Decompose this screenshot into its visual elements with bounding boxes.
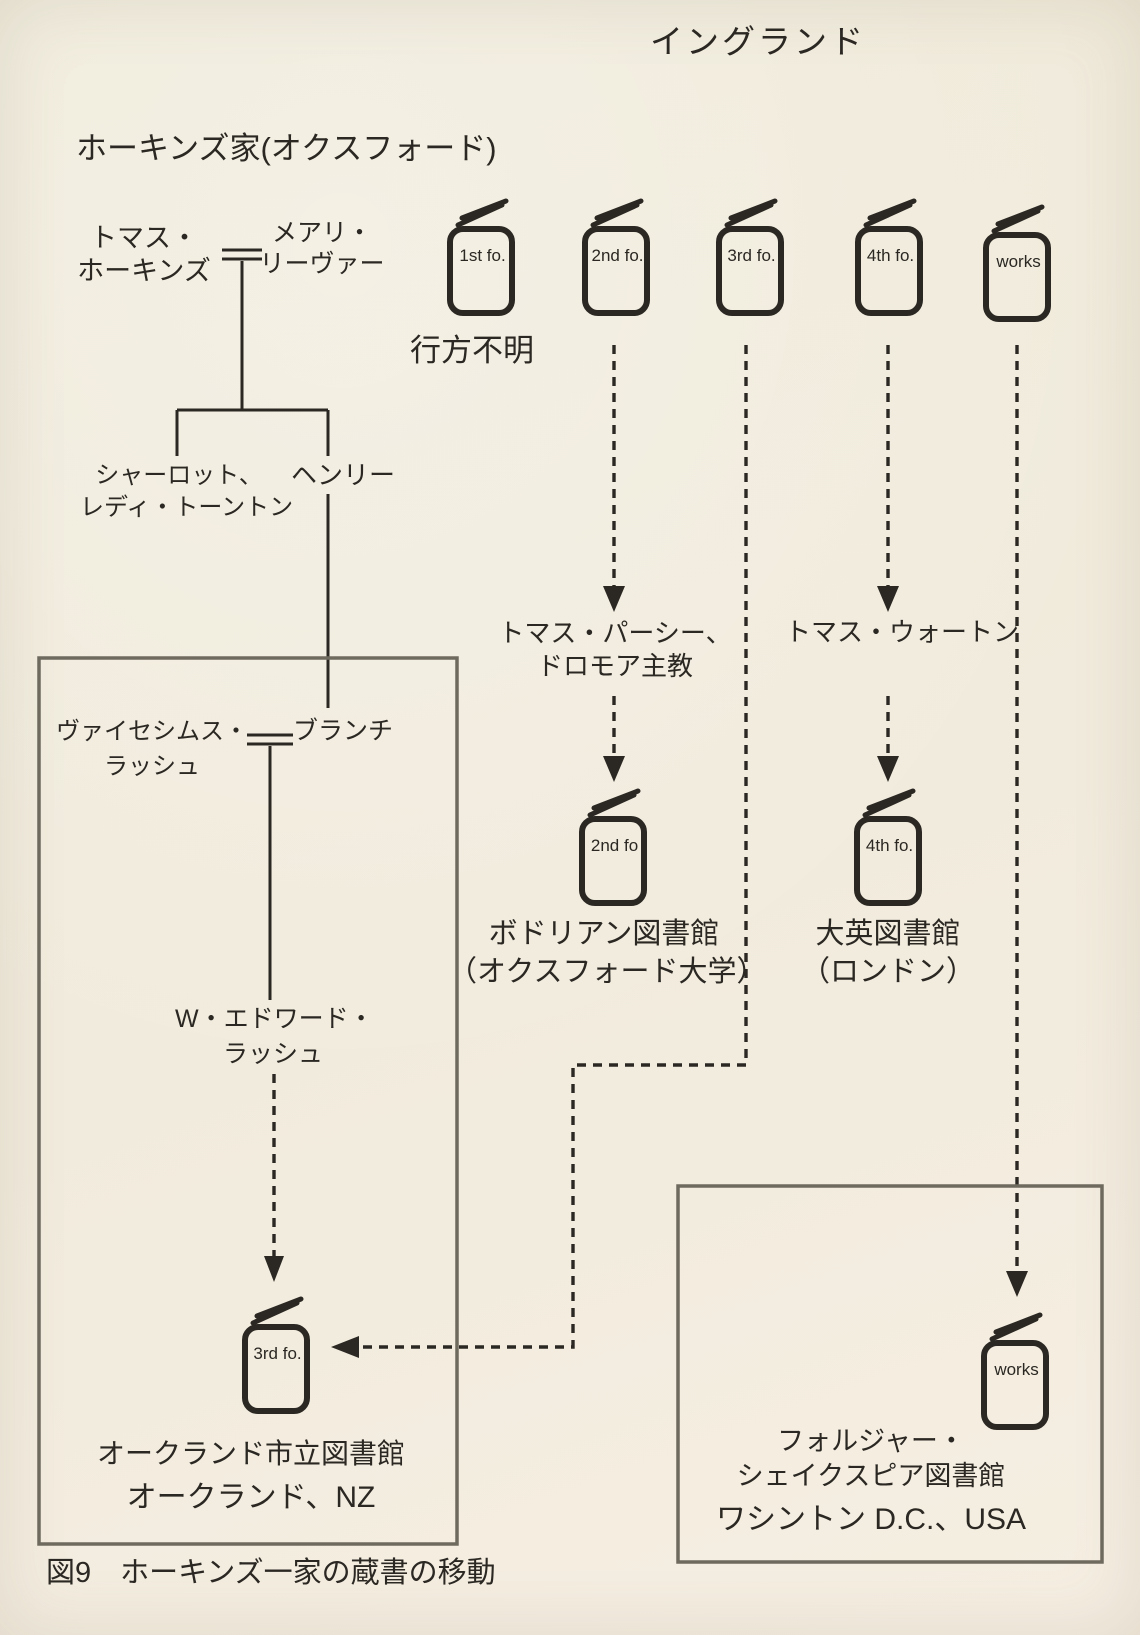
person-charlotte-line1: シャーロット、: [95, 462, 263, 489]
book-label: works: [994, 1360, 1039, 1379]
arrowhead-to-british: [877, 756, 899, 782]
arrowhead-to-folger: [1006, 1271, 1028, 1297]
person-percy-line2: ドロモア主教: [536, 651, 693, 682]
person-vicesimus-line2: ラッシュ: [104, 752, 200, 780]
person-percy-line1: トマス・パーシー、: [498, 618, 732, 648]
book-icon: [447, 198, 515, 316]
book-icon: [582, 198, 650, 316]
book-bodleian-2nd-folio: 2nd fo: [575, 788, 651, 908]
book-icon: [983, 204, 1051, 322]
person-vicesimus-lush: ヴァイセシムス・ ラッシュ: [56, 715, 248, 785]
family-heading: ホーキンズ家(オクスフォード): [76, 131, 497, 166]
book-icon: [242, 1296, 310, 1414]
person-vicesimus-line1: ヴァイセシムス・: [56, 718, 248, 745]
library-bodleian: ボドリアン図書館 （オクスフォード大学）: [448, 916, 766, 991]
book-british-4th-folio: 4th fo.: [850, 788, 926, 908]
person-thomas-line2: ホーキンズ: [77, 255, 211, 286]
library-auckland: オークランド市立図書館 オークランド、NZ: [95, 1432, 407, 1522]
person-thomas-warton: トマス・ウォートン: [785, 617, 1020, 647]
book-icon: [981, 1312, 1049, 1430]
book-label: 1st fo.: [459, 246, 506, 265]
library-folger-name1: フォルジャー・: [777, 1426, 965, 1456]
book-label: 3rd fo.: [727, 246, 776, 265]
library-bodleian-name: ボドリアン図書館: [488, 918, 720, 950]
book-label: works: [996, 252, 1041, 271]
library-folger: フォルジャー・ シェイクスピア図書館 ワシントン D.C.、USA: [690, 1424, 1052, 1539]
book-icon: [854, 788, 922, 906]
book-icon: [716, 198, 784, 316]
person-thomas-percy: トマス・パーシー、 ドロモア主教: [495, 617, 735, 684]
book-auckland-3rd-folio: 3rd fo.: [238, 1296, 314, 1416]
arrowhead-to-bodleian: [603, 756, 625, 782]
book-icon: [579, 788, 647, 906]
book-label: 3rd fo.: [253, 1344, 302, 1363]
person-mary-leaver: メアリ・ リーヴァー: [256, 218, 388, 279]
library-british: 大英図書館 （ロンドン）: [775, 916, 1001, 991]
person-mary-line2: リーヴァー: [259, 249, 385, 278]
person-blanche: ブランチ: [293, 717, 394, 745]
missing-label: 行方不明: [410, 333, 534, 368]
usa-group-box: [676, 1184, 1104, 1564]
library-auckland-place: オークランド、NZ: [126, 1481, 376, 1515]
arrowhead-left-to-auckland-book: [331, 1336, 359, 1358]
nz-group-box: [37, 656, 459, 1546]
person-charlotte: シャーロット、 レディ・トーントン: [80, 460, 294, 525]
person-w-edward-line1: W・エドワード・: [175, 1005, 374, 1033]
person-henry: ヘンリー: [291, 460, 396, 490]
library-folger-place: ワシントン D.C.、USA: [715, 1503, 1027, 1537]
person-mary-line1: メアリ・: [271, 219, 372, 247]
book-4th-folio: 4th fo.: [851, 198, 927, 318]
library-folger-name2: シェイクスピア図書館: [736, 1460, 1006, 1491]
book-1st-folio: 1st fo.: [443, 198, 519, 318]
arrowhead-to-auckland-book: [264, 1256, 284, 1282]
book-folger-works: works: [977, 1312, 1053, 1432]
library-auckland-name: オークランド市立図書館: [96, 1438, 405, 1469]
library-british-name: 大英図書館: [815, 918, 961, 950]
book-icon: [855, 198, 923, 316]
region-title: イングランド: [650, 23, 866, 60]
figure-caption: 図9 ホーキンズ一家の蔵書の移動: [46, 1557, 496, 1589]
dashed-3rdfo-to-auckland: [359, 345, 748, 1349]
arrowhead-to-percy: [603, 586, 625, 612]
book-3rd-folio: 3rd fo.: [712, 198, 788, 318]
book-works: works: [979, 204, 1055, 324]
person-w-edward-lush: W・エドワード・ ラッシュ: [175, 1002, 374, 1072]
library-british-place: （ロンドン）: [800, 955, 975, 988]
person-thomas-hawkins: トマス・ ホーキンズ: [76, 222, 212, 288]
book-label: 4th fo.: [866, 246, 915, 265]
book-2nd-folio: 2nd fo.: [578, 198, 654, 318]
person-w-edward-line2: ラッシュ: [222, 1040, 323, 1068]
book-label: 2nd fo: [590, 836, 639, 855]
library-bodleian-place: （オクスフォード大学）: [448, 955, 766, 988]
person-thomas-line1: トマス・: [90, 223, 198, 253]
book-label: 4th fo.: [865, 836, 914, 855]
arrowhead-to-warton: [877, 586, 899, 612]
person-charlotte-line2: レディ・トーントン: [80, 494, 294, 522]
book-label: 2nd fo.: [591, 246, 644, 265]
